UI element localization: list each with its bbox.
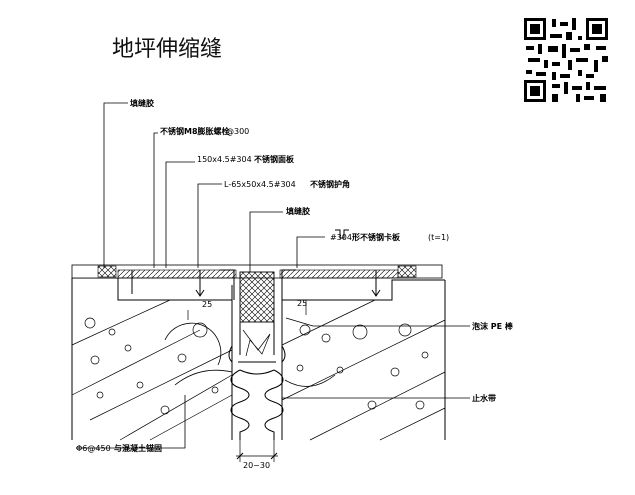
label-sealant-top: 填缝胶 bbox=[130, 98, 154, 108]
label-anchor-bolt: 不锈钢M8膨胀螺栓 bbox=[160, 126, 230, 136]
qr-code bbox=[522, 16, 610, 104]
label-pe-rod: 泡沫 PE 棒 bbox=[472, 321, 514, 331]
gap-dimension: 20~30 bbox=[236, 440, 278, 470]
leader-lines bbox=[76, 102, 470, 449]
label-clip-grade: #304 bbox=[330, 233, 352, 242]
waterstop bbox=[230, 369, 284, 440]
label-anchor-spacing: @300 bbox=[226, 127, 249, 136]
aggregate bbox=[84, 317, 429, 415]
label-clip-thickness: (t=1) bbox=[428, 233, 449, 242]
drawing-title: 地坪伸缩缝 bbox=[112, 37, 222, 62]
gap-width-label: 20~30 bbox=[243, 461, 270, 470]
label-cover-plate: 不锈钢面板 bbox=[254, 154, 295, 164]
label-cover-plate-size: 150x4.5#304 bbox=[197, 155, 252, 164]
stainless-angle bbox=[220, 269, 296, 300]
concrete-slab-right bbox=[281, 279, 446, 441]
label-waterstop: 止水带 bbox=[472, 393, 496, 403]
label-rebar-anchor: 与混凝土锚固 bbox=[114, 443, 162, 453]
dim-right: 25 bbox=[297, 299, 307, 308]
label-clip: 形不锈钢卡板 bbox=[352, 232, 401, 242]
dim-left: 25 bbox=[202, 300, 212, 309]
sealant-fill bbox=[239, 271, 275, 323]
label-angle: 不锈钢护角 bbox=[310, 179, 350, 189]
label-sealant-mid: 填缝胶 bbox=[286, 206, 310, 216]
label-angle-size: L-65x50x4.5#304 bbox=[224, 180, 296, 189]
pe-rod bbox=[228, 322, 286, 363]
anchor-bolts bbox=[131, 270, 381, 297]
label-rebar: Φ6@450 bbox=[76, 444, 111, 453]
concrete-slab-left bbox=[71, 277, 233, 441]
